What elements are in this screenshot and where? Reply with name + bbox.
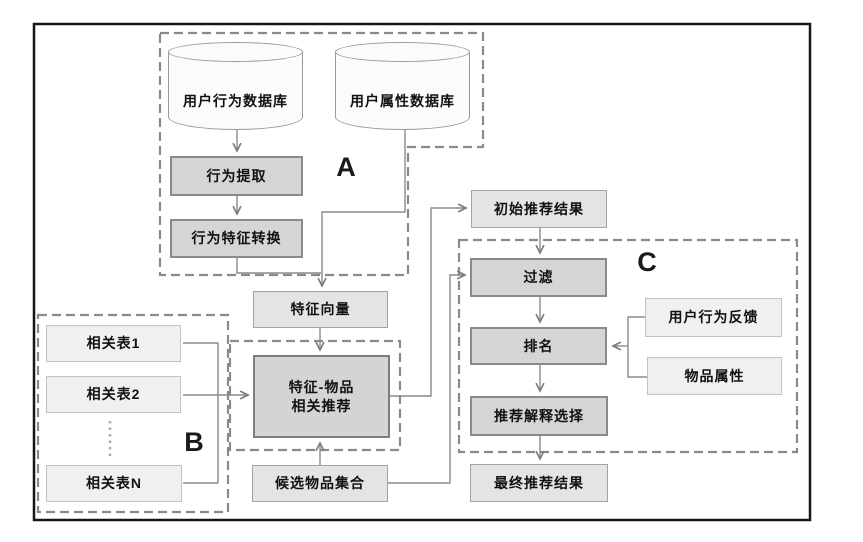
db-user-attribute: 用户属性数据库 bbox=[335, 42, 470, 130]
node-filter: 过滤 bbox=[470, 258, 607, 297]
node-behavior-feature-convert: 行为特征转换 bbox=[170, 219, 303, 258]
cylinder-body bbox=[168, 52, 303, 130]
group-a-outline bbox=[158, 31, 485, 277]
outer-frame bbox=[32, 22, 812, 522]
edge-featureitem-to-initial bbox=[390, 208, 466, 397]
edge-convert-join bbox=[236, 258, 321, 274]
group-b-label: B bbox=[184, 426, 204, 457]
node-user-behavior-feedback: 用户行为反馈 bbox=[645, 298, 782, 337]
node-initial-result: 初始推荐结果 bbox=[471, 190, 607, 228]
node-behavior-extract: 行为提取 bbox=[170, 156, 303, 196]
db-user-behavior: 用户行为数据库 bbox=[168, 42, 303, 130]
node-feature-vector: 特征向量 bbox=[253, 291, 388, 328]
feature-item-line2: 相关推荐 bbox=[291, 397, 352, 414]
group-b-outline bbox=[36, 313, 230, 514]
cylinder-body bbox=[335, 52, 470, 130]
cylinder-top bbox=[335, 42, 470, 62]
group-c-label: C bbox=[637, 246, 657, 277]
feature-item-text: 特征-物品 相关推荐 bbox=[289, 378, 355, 414]
edge-candidate-to-filter bbox=[388, 275, 465, 484]
node-explanation-select: 推荐解释选择 bbox=[470, 396, 608, 436]
node-related-table-n: 相关表N bbox=[46, 465, 182, 502]
node-ranking: 排名 bbox=[470, 327, 607, 365]
db-user-behavior-label: 用户行为数据库 bbox=[183, 93, 288, 109]
node-final-result: 最终推荐结果 bbox=[470, 464, 608, 502]
group-c-outline bbox=[457, 238, 799, 454]
edge-dbattribute-to-featurevector bbox=[322, 127, 406, 286]
node-candidate-item-set: 候选物品集合 bbox=[252, 465, 388, 502]
node-related-table-2: 相关表2 bbox=[46, 376, 181, 413]
feature-item-line1: 特征-物品 bbox=[288, 379, 355, 396]
cylinder-top bbox=[168, 42, 303, 62]
node-feature-item-recommend: 特征-物品 相关推荐 bbox=[253, 355, 390, 438]
edge-feedback-bracket bbox=[627, 316, 647, 378]
node-item-attribute: 物品属性 bbox=[647, 357, 782, 395]
group-a-label: A bbox=[336, 151, 356, 182]
node-related-table-1: 相关表1 bbox=[46, 325, 181, 362]
db-user-attribute-label: 用户属性数据库 bbox=[350, 93, 455, 109]
